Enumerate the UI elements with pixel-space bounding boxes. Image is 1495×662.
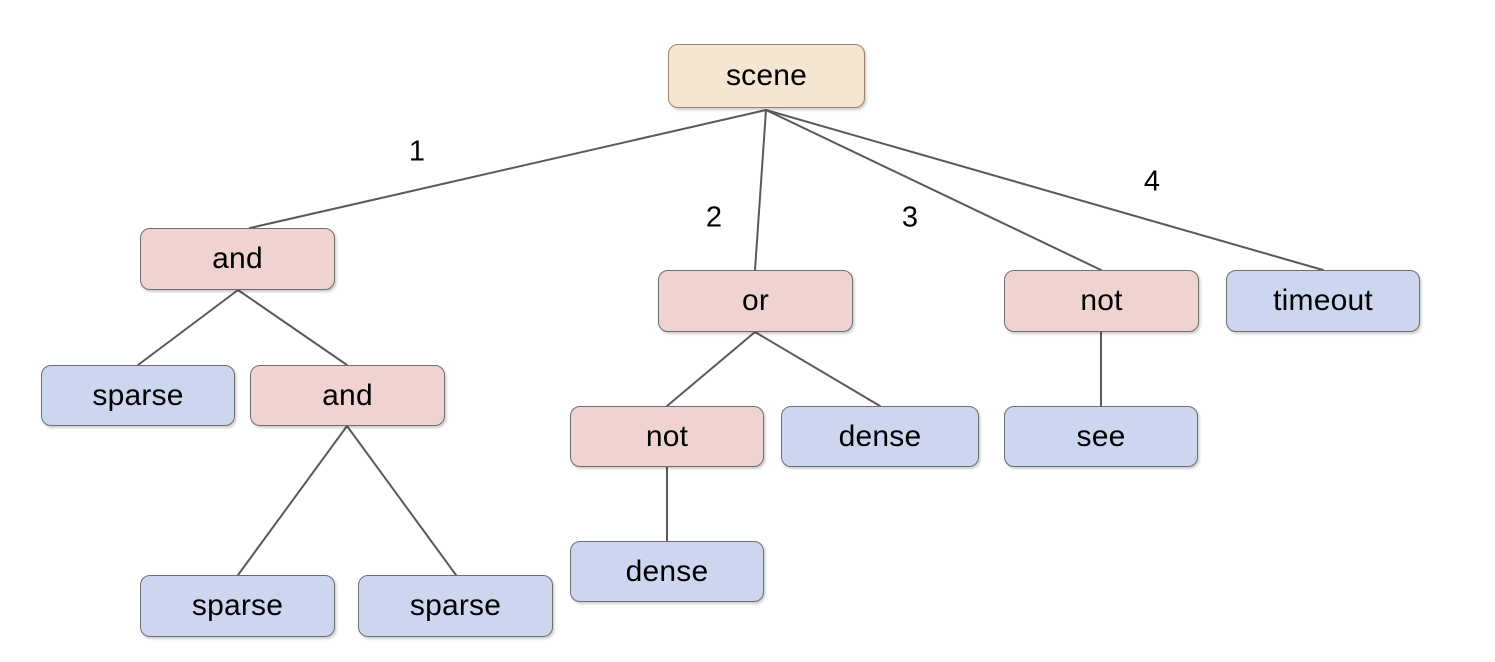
tree-node-label: see bbox=[1076, 419, 1126, 453]
tree-node-sparse2[interactable]: sparse bbox=[140, 575, 335, 637]
tree-node-and1[interactable]: and bbox=[140, 228, 335, 290]
tree-node-label: and bbox=[212, 242, 263, 275]
edge-label-4: 4 bbox=[1143, 165, 1161, 198]
tree-node-timeout1[interactable]: timeout bbox=[1226, 270, 1420, 332]
tree-node-label: dense bbox=[838, 419, 922, 453]
tree-node-and2[interactable]: and bbox=[250, 365, 445, 426]
tree-node-label: and bbox=[322, 378, 373, 412]
tree-edge-and2-to-sparse2 bbox=[237, 425, 348, 576]
tree-node-not2[interactable]: not bbox=[570, 406, 764, 467]
tree-edge-and1-to-sparse1 bbox=[137, 289, 239, 366]
tree-edge-scene-to-and1 bbox=[249, 109, 767, 229]
tree-node-label: or bbox=[741, 284, 770, 317]
tree-edge-scene-to-not1 bbox=[765, 109, 1102, 271]
tree-edge-and1-to-and2 bbox=[237, 289, 348, 366]
tree-node-not1[interactable]: not bbox=[1004, 270, 1199, 332]
tree-node-label: sparse bbox=[92, 378, 184, 412]
tree-node-label: not bbox=[1080, 284, 1123, 317]
edge-label-3: 3 bbox=[901, 201, 919, 234]
tree-node-dense1[interactable]: dense bbox=[781, 406, 979, 467]
edge-label-1: 1 bbox=[408, 135, 426, 168]
tree-edge-or1-to-not2 bbox=[666, 331, 756, 407]
tree-node-scene[interactable]: scene bbox=[668, 44, 865, 108]
tree-node-label: sparse bbox=[191, 589, 284, 622]
tree-edge-or1-to-dense1 bbox=[754, 331, 881, 407]
tree-node-label: scene bbox=[725, 59, 808, 92]
edge-label-2: 2 bbox=[705, 201, 723, 234]
tree-node-sparse1[interactable]: sparse bbox=[41, 365, 235, 426]
tree-node-label: not bbox=[645, 419, 689, 453]
tree-edge-scene-to-timeout1 bbox=[765, 109, 1324, 271]
tree-node-label: dense bbox=[625, 554, 709, 588]
tree-node-or1[interactable]: or bbox=[658, 270, 853, 332]
tree-node-label: sparse bbox=[409, 589, 502, 622]
tree-node-sparse3[interactable]: sparse bbox=[358, 575, 553, 637]
tree-node-label: timeout bbox=[1273, 284, 1373, 317]
tree-edge-and2-to-sparse3 bbox=[346, 425, 457, 576]
tree-node-dense2[interactable]: dense bbox=[570, 541, 764, 602]
tree-edge-scene-to-or1 bbox=[754, 109, 767, 271]
tree-node-see1[interactable]: see bbox=[1004, 406, 1198, 467]
